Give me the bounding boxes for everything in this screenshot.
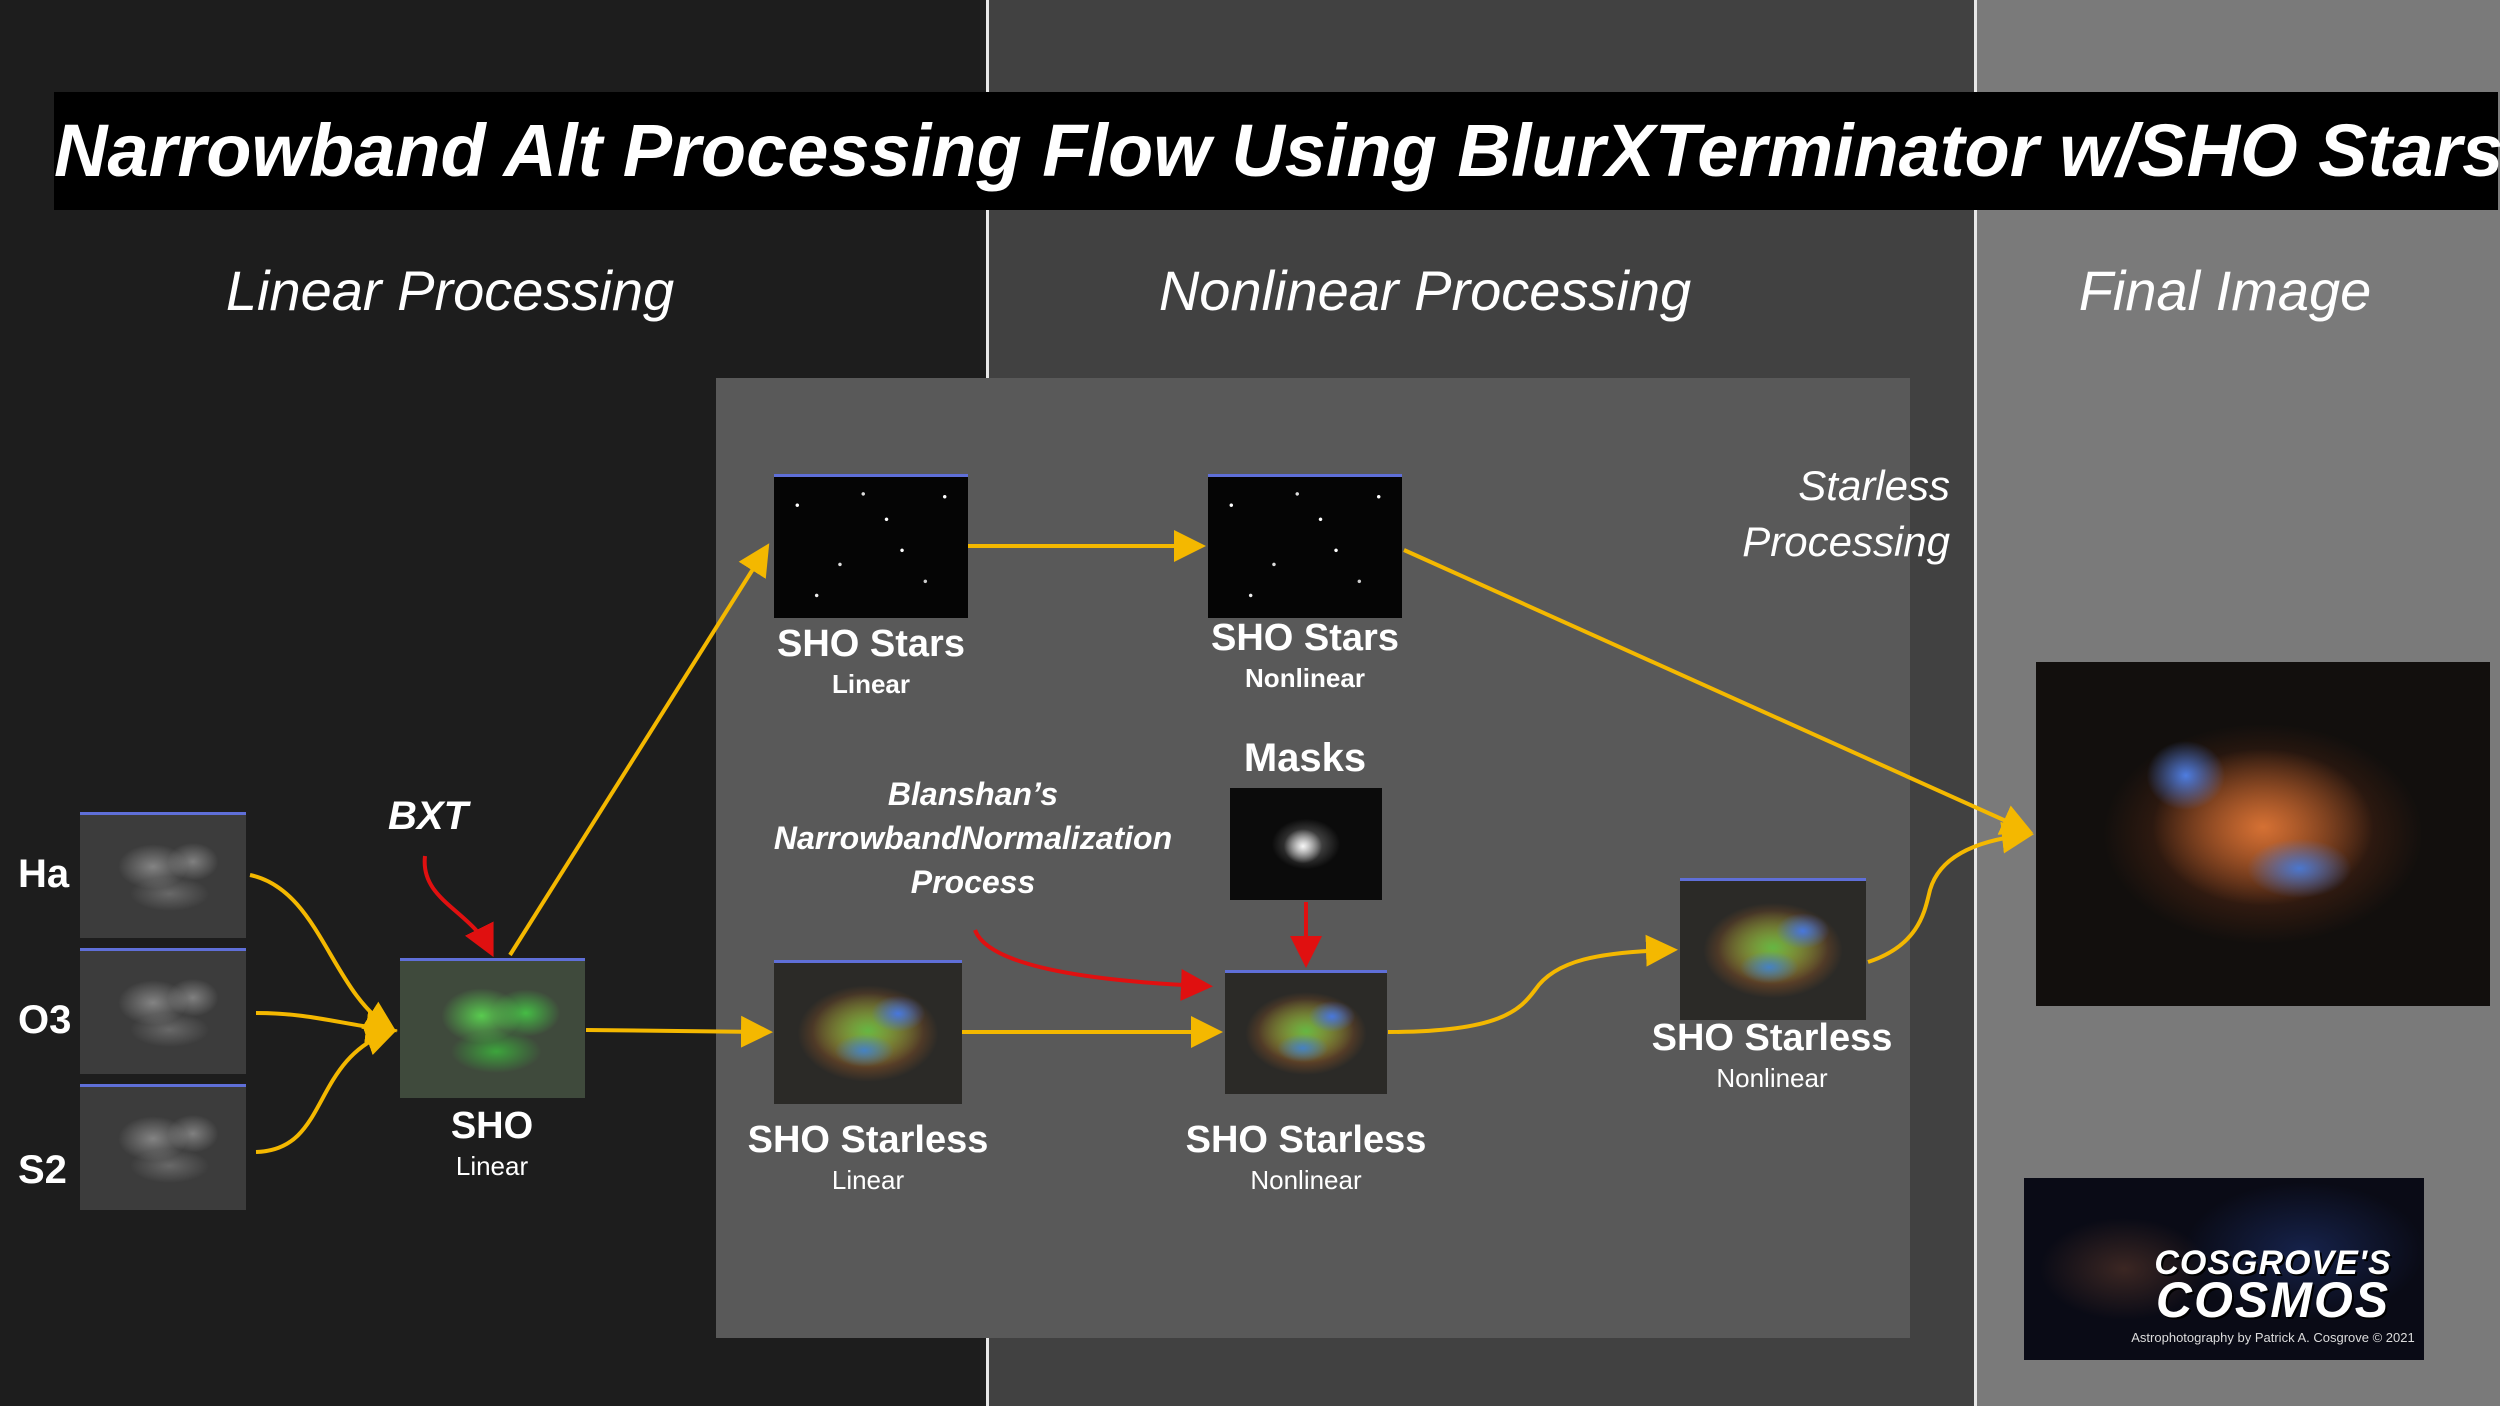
arrow-nbn-to-starless (973, 929, 1213, 1001)
arrow-starless-to-stretched (1387, 934, 1678, 1034)
node-title: SHO Starless (1185, 1119, 1427, 1161)
sho-stars-nonlinear-label: SHO Stars Nonlinear (1185, 616, 1425, 696)
o3-image (80, 948, 246, 1074)
node-title: SHO (450, 1105, 534, 1147)
sho-linear-image (400, 958, 585, 1098)
final-image (2036, 662, 2490, 1006)
ha-image (80, 812, 246, 938)
mask-image (1230, 788, 1382, 900)
node-subtitle: Linear (455, 1151, 529, 1181)
logo-name: COSGROVE'S (2154, 1244, 2392, 1282)
channel-label-ha: Ha (18, 852, 70, 896)
node-subtitle: Linear (831, 669, 911, 699)
starless-processing-label: Starless Processing (1600, 458, 1950, 570)
sho-starless-nonlinear-label: SHO Starless Nonlinear (1156, 1118, 1456, 1198)
node-title: SHO Stars (777, 623, 965, 665)
arrow-bxt-to-sho (422, 855, 494, 958)
sho-starless-nonlinear-image (1225, 970, 1387, 1094)
nbn-line2: NarrowbandNormalization (773, 820, 1173, 856)
section-title-nonlinear: Nonlinear Processing (1158, 259, 1692, 322)
arrow-ha-to-sho (249, 873, 397, 1033)
node-title: SHO Starless (1651, 1017, 1893, 1059)
node-subtitle: Linear (831, 1165, 905, 1195)
sho-stars-linear-image (774, 474, 968, 618)
logo-credit: Astrophotography by Patrick A. Cosgrove … (2131, 1330, 2415, 1345)
narrowband-normalization-label: Blanshan’s NarrowbandNormalization Proce… (758, 772, 1188, 904)
cosgroves-cosmos-logo: COSGROVE'S COSMOS Astrophotography by Pa… (2024, 1178, 2424, 1360)
starless-label-line2: Processing (1742, 518, 1950, 565)
logo-name-line2: COSMOS (2155, 1272, 2391, 1328)
node-title: SHO Starless (747, 1119, 989, 1161)
arrow-starless-to-final (1867, 821, 2034, 964)
masks-label: Masks (1243, 736, 1367, 780)
arrow-s2-to-sho (255, 1024, 398, 1154)
page-title: Narrowband Alt Processing Flow Using Blu… (54, 92, 2500, 210)
starless-label-line1: Starless (1798, 462, 1950, 509)
bxt-label: BXT (388, 794, 468, 838)
column-divider (1974, 0, 1977, 1406)
sho-starless-nonlinear2-label: SHO Starless Nonlinear (1622, 1016, 1922, 1096)
sho-starless-nonlinear2-image (1680, 878, 1866, 1020)
node-subtitle: Nonlinear (1245, 663, 1365, 693)
sho-starless-linear-label: SHO Starless Linear (718, 1118, 1018, 1198)
section-title-linear: Linear Processing (225, 259, 675, 322)
channel-label-o3: O3 (18, 998, 72, 1042)
arrow-o3-to-sho (255, 1011, 398, 1044)
channel-label-s2: S2 (18, 1148, 67, 1192)
section-title-final: Final Image (2078, 259, 2372, 322)
nbn-line1: Blanshan’s (887, 776, 1059, 812)
sho-stars-nonlinear-image (1208, 474, 1402, 618)
node-title: SHO Stars (1211, 617, 1399, 659)
nbn-line3: Process (910, 864, 1036, 900)
arrow-sho-to-stars (508, 543, 770, 957)
arrow-stars-to-final (1403, 548, 2034, 835)
arrow-sho-to-starless (585, 1015, 773, 1048)
sho-linear-label: SHO Linear (392, 1104, 592, 1184)
node-subtitle: Nonlinear (1250, 1165, 1362, 1195)
sho-stars-linear-label: SHO Stars Linear (751, 622, 991, 702)
sho-starless-linear-image (774, 960, 962, 1104)
node-subtitle: Nonlinear (1716, 1063, 1828, 1093)
s2-image (80, 1084, 246, 1210)
